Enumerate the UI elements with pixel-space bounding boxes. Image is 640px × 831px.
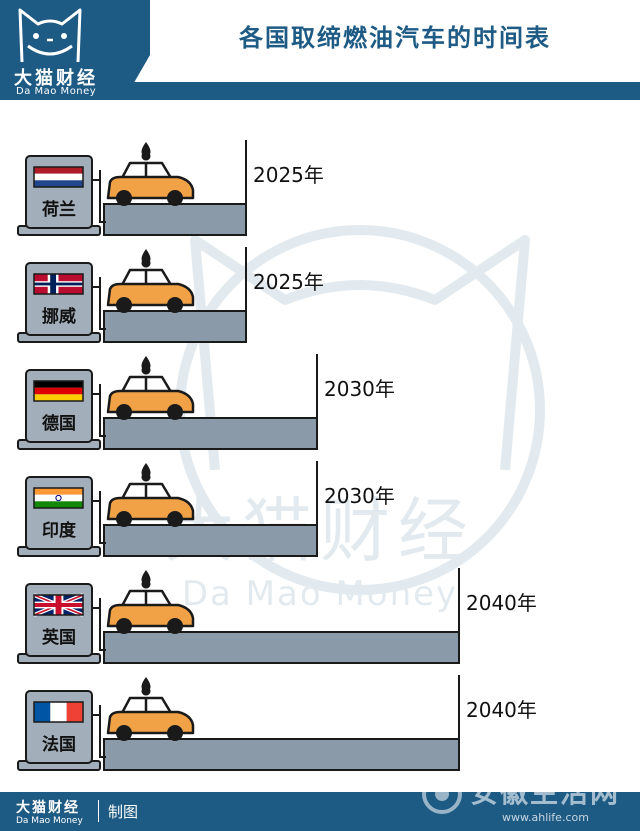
bar xyxy=(103,738,460,771)
logo-subtitle: Da Mao Money xyxy=(16,86,97,97)
car-icon xyxy=(106,142,195,206)
country-label: 印度 xyxy=(42,520,77,541)
year-label: 2030年 xyxy=(324,484,395,508)
car-icon xyxy=(106,463,195,527)
flag-icon xyxy=(33,380,84,402)
car-icon xyxy=(106,677,195,741)
footer-bar: 大猫财经 Da Mao Money 制图 xyxy=(0,792,640,831)
year-label: 2040年 xyxy=(466,698,537,722)
bar xyxy=(103,524,318,557)
corner-watermark-title: 安徽生活网 xyxy=(470,776,620,809)
country-label: 荷兰 xyxy=(42,199,76,220)
flag-icon xyxy=(33,593,84,617)
corner-watermark-url: www.ahlife.com xyxy=(502,811,589,824)
fuel-drop-icon xyxy=(141,142,151,161)
footer-divider xyxy=(98,800,99,822)
bar xyxy=(103,203,247,236)
chart-row: 印度 2030年 xyxy=(17,461,395,557)
flag-icon xyxy=(33,166,84,188)
footer-credit: 制图 xyxy=(108,803,139,821)
corner-watermark-logo xyxy=(422,774,462,814)
brand-logo: 大猫财经 Da Mao Money xyxy=(0,0,150,100)
fuel-drop-icon xyxy=(141,677,151,696)
cat-logo-icon xyxy=(18,8,82,63)
flag-icon xyxy=(33,701,84,723)
chart-row: 挪威 2025年 xyxy=(17,247,324,343)
year-label: 2030年 xyxy=(324,377,395,401)
chart-row: 德国 2030年 xyxy=(17,354,395,450)
footer-logo-title: 大猫财经 xyxy=(16,800,80,816)
corner-watermark: 安徽生活网 www.ahlife.com xyxy=(422,774,620,824)
footer-logo-subtitle: Da Mao Money xyxy=(16,816,83,826)
logo-title: 大猫财经 xyxy=(14,68,98,89)
page-title: 各国取缔燃油汽车的时间表 xyxy=(239,24,551,52)
flag-icon xyxy=(33,487,84,509)
bar xyxy=(103,631,460,664)
fuel-drop-icon xyxy=(141,249,151,268)
fuel-drop-icon xyxy=(141,356,151,375)
header-banner: 大猫财经 Da Mao Money 各国取缔燃油汽车的时间表 xyxy=(0,0,640,100)
year-label: 2025年 xyxy=(253,163,324,187)
bar xyxy=(103,417,318,450)
car-icon xyxy=(106,356,195,420)
flag-icon xyxy=(33,273,84,295)
chart-row: 荷兰 2025年 xyxy=(17,140,324,236)
country-label: 挪威 xyxy=(42,306,76,327)
chart-row: 英国 2040年 xyxy=(17,568,537,664)
country-label: 德国 xyxy=(42,413,76,434)
country-label: 英国 xyxy=(42,627,76,648)
year-label: 2040年 xyxy=(466,591,537,615)
fuel-drop-icon xyxy=(141,570,151,589)
chart-row: 法国 2040年 xyxy=(17,675,537,771)
car-icon xyxy=(106,570,195,634)
car-icon xyxy=(106,249,195,313)
fuel-drop-icon xyxy=(141,463,151,482)
year-label: 2025年 xyxy=(253,270,324,294)
country-label: 法国 xyxy=(42,734,76,755)
watermark-subtitle: Da Mao Money xyxy=(182,574,458,614)
bar xyxy=(103,310,247,343)
